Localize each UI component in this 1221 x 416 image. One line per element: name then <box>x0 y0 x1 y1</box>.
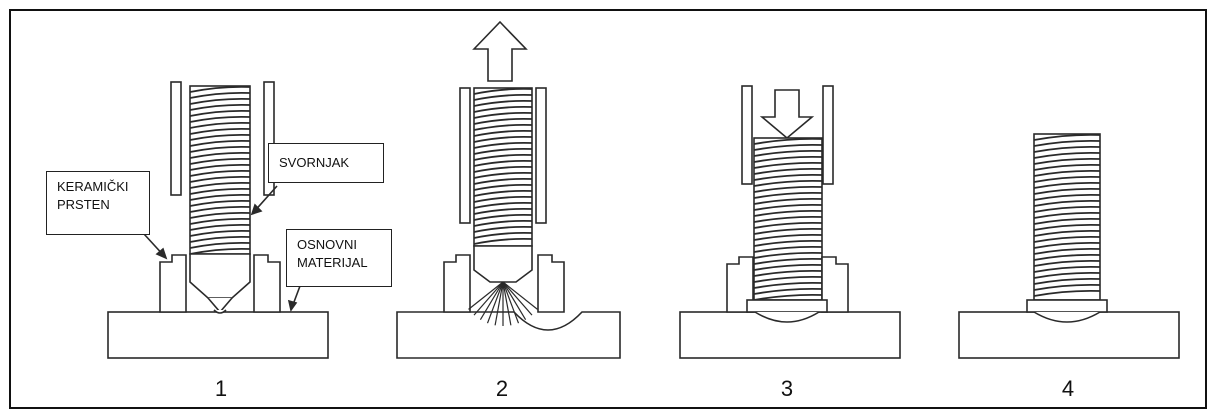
label-base-material: OSNOVNI MATERIJAL <box>286 229 392 287</box>
stud-point <box>207 297 233 314</box>
step-number-3: 3 <box>780 376 794 401</box>
step-4-illustration <box>958 133 1180 359</box>
stud-tip <box>473 245 533 283</box>
step-number-4: 4 <box>1061 376 1075 401</box>
weld-seed <box>213 309 227 314</box>
stud-tip <box>189 253 251 299</box>
step-2-illustration <box>396 20 621 359</box>
welding-arc <box>468 281 538 326</box>
ceramic-ring <box>443 254 565 313</box>
label-ceramic-ring: KERAMIČKI PRSTEN <box>46 171 150 235</box>
stud-thread <box>189 85 251 255</box>
up-arrow <box>472 20 528 82</box>
label-base-material-line2: MATERIJAL <box>297 255 368 270</box>
ceramic-ring <box>726 256 849 313</box>
base-plate-melt <box>396 311 621 359</box>
stud-thread <box>473 87 533 247</box>
label-stud-text: SVORNJAK <box>279 155 350 170</box>
stud-thread <box>1033 133 1101 301</box>
weld-collar <box>746 299 828 313</box>
label-ceramic-ring-line2: PRSTEN <box>57 197 110 212</box>
weld-pool <box>1033 311 1101 323</box>
label-stud: SVORNJAK <box>268 143 384 183</box>
label-base-material-line1: OSNOVNI <box>297 237 357 252</box>
diagram-frame <box>9 9 1207 409</box>
ceramic-ring <box>159 254 281 313</box>
step-3-illustration <box>679 85 901 359</box>
step-number-1: 1 <box>214 376 228 401</box>
chuck-sleeve <box>741 85 834 185</box>
stud-thread <box>753 137 823 301</box>
step-1-illustration <box>107 81 329 359</box>
step-number-2: 2 <box>495 376 509 401</box>
weld-collar <box>1026 299 1108 313</box>
chuck-sleeve <box>459 87 547 224</box>
weld-pool <box>754 311 820 323</box>
label-ceramic-ring-line1: KERAMIČKI <box>57 179 129 194</box>
base-plate <box>107 311 329 359</box>
down-arrow <box>759 89 815 140</box>
